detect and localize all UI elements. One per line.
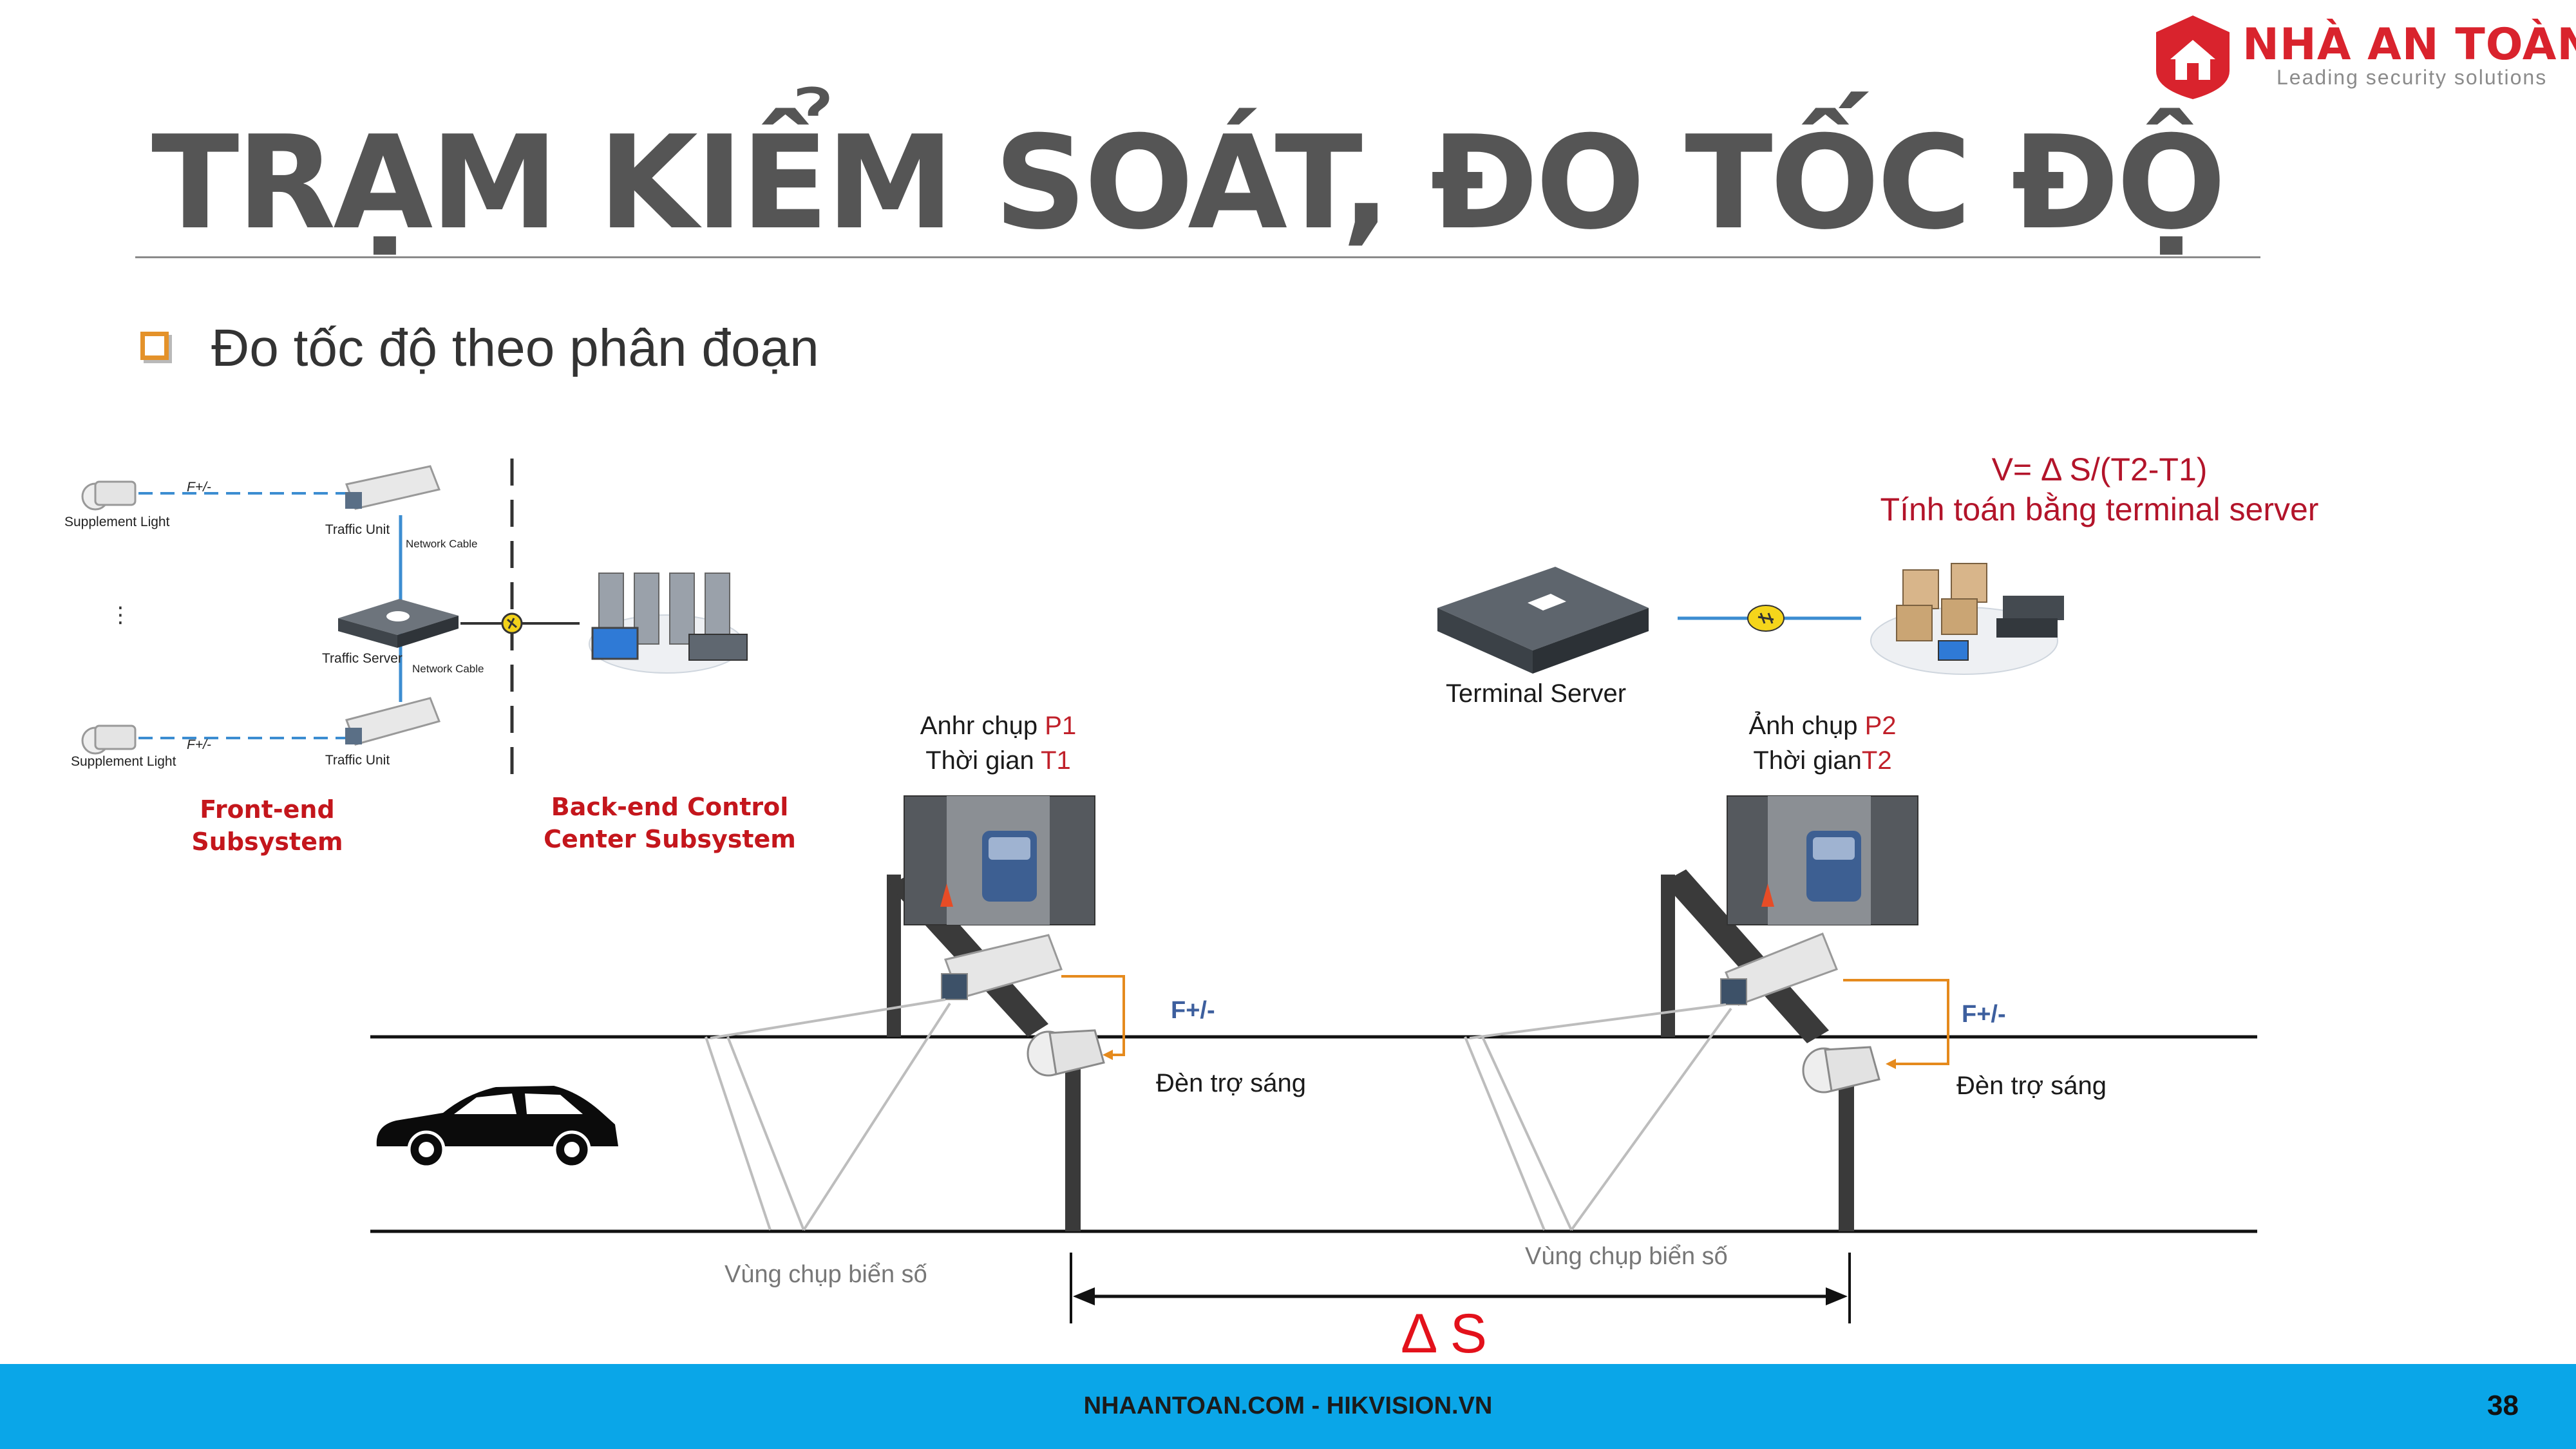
topology-diagram [138, 459, 580, 786]
terminal-server-label: Terminal Server [1446, 679, 1627, 708]
front-end-line-2: Subsystem [191, 828, 343, 856]
capture-label-2: Ảnh chụp P2 Thời gianT2 [1713, 708, 1932, 778]
right-gantry [1464, 795, 1949, 1231]
zone-right-label: Vùng chụp biển số [1525, 1243, 1728, 1270]
capture2-p2: P2 [1864, 712, 1897, 740]
footer-text: NHAANTOAN.COM - HIKVISION.VN [1083, 1392, 1493, 1419]
logo-name: NHÀ AN TOÀN [2242, 19, 2576, 70]
label-supplement-light-1: Supplement Light [64, 515, 170, 529]
traffic-unit-camera-icon-2 [345, 697, 440, 746]
page-number: 38 [2487, 1390, 2519, 1421]
supplement-light-icon-2 [81, 724, 137, 755]
supplement-light-icon-1 [81, 480, 137, 511]
fplus-left-label: F+/- [1171, 997, 1215, 1024]
left-gantry [705, 795, 1125, 1231]
fplus-right-label: F+/- [1962, 1001, 2006, 1028]
front-end-line-1: Front-end [200, 795, 335, 824]
back-end-line-1: Back-end Control [551, 793, 789, 821]
formula: V= Δ S/(T2-T1) Tính toán bằng terminal s… [1777, 451, 2421, 528]
label-traffic-unit-1: Traffic Unit [325, 522, 390, 537]
formula-line-2: Tính toán bằng terminal server [1880, 491, 2319, 527]
server-cluster-icon [1870, 563, 2064, 675]
back-end-line-2: Center Subsystem [544, 825, 796, 853]
backend-cluster-icon [589, 573, 748, 674]
capture2-line1-prefix: Ảnh chụp [1748, 712, 1865, 740]
title-underline [135, 256, 2260, 258]
capture1-t1: T1 [1041, 746, 1071, 775]
zone-left-label: Vùng chụp biển số [724, 1261, 927, 1288]
car-icon [376, 1086, 618, 1169]
capture-label-1: Anhr chụp P1 Thời gian T1 [889, 708, 1108, 778]
label-traffic-unit-2: Traffic Unit [325, 753, 390, 768]
back-end-label: Back-end Control Center Subsystem [535, 791, 805, 855]
checkbox-bullet-icon [140, 332, 169, 360]
terminal-server-icon [1437, 567, 1649, 674]
light-left-label: Đèn trợ sáng [1156, 1069, 1307, 1097]
front-end-label: Front-end Subsystem [158, 793, 377, 858]
capture1-p1: P1 [1045, 712, 1077, 740]
label-network-cable-1: Network Cable [406, 538, 478, 550]
subtitle: Đo tốc độ theo phân đoạn [211, 319, 819, 377]
page-title: TRẠM KIỂM SOÁT, ĐO TỐC ĐỘ [151, 108, 2226, 258]
label-network-cable-2: Network Cable [412, 663, 484, 675]
delta-s-label: Δ S [1401, 1303, 1487, 1365]
formula-line-1: V= Δ S/(T2-T1) [1991, 451, 2208, 488]
capture1-line1-prefix: Anhr chụp [920, 712, 1045, 740]
label-fplus-1: F+/- [187, 480, 211, 495]
capture1-line2-prefix: Thời gian [925, 746, 1041, 775]
logo-tagline: Leading security solutions [2277, 66, 2548, 89]
capture2-t2: T2 [1861, 746, 1892, 775]
light-right-label: Đèn trợ sáng [1956, 1072, 2107, 1100]
vertical-ellipsis: ⋮ [109, 603, 131, 627]
traffic-unit-camera-icon-1 [345, 465, 441, 510]
logo-icon [2156, 15, 2230, 99]
footer-bar [0, 1364, 2576, 1449]
label-traffic-server: Traffic Server [322, 651, 402, 666]
label-fplus-2: F+/- [187, 737, 211, 752]
capture2-line2-prefix: Thời gian [1753, 746, 1862, 775]
label-supplement-light-2: Supplement Light [71, 754, 176, 769]
traffic-server-icon [338, 599, 459, 648]
